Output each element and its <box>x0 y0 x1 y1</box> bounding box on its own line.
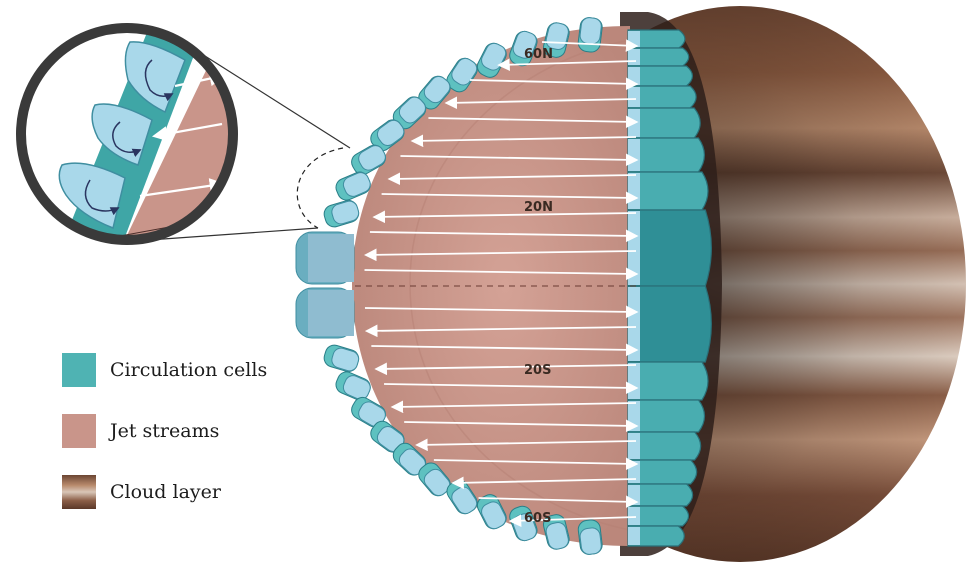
cell-face <box>628 433 640 459</box>
circulation-cell <box>628 286 711 362</box>
latitude-label-60n: 60N <box>524 47 553 62</box>
rim-cell <box>577 17 603 53</box>
cell-face <box>628 139 640 171</box>
circulation-cell <box>628 210 711 286</box>
zoom-inset <box>20 0 260 250</box>
cloud-layer-swatch <box>62 475 96 509</box>
cell-face <box>628 31 640 47</box>
circulation-cells-swatch <box>62 353 96 387</box>
rim-cell <box>322 343 361 374</box>
rim-cell <box>577 519 603 555</box>
cell-face <box>628 363 640 399</box>
rim-cell <box>322 198 361 229</box>
equatorial-cell-face <box>308 234 354 282</box>
cell-face <box>628 173 640 209</box>
cell-face <box>628 87 640 107</box>
cell-face <box>628 67 640 85</box>
legend-item-circulation-cells: Circulation cells <box>62 353 322 387</box>
legend: Circulation cells Jet streams Cloud laye… <box>62 353 322 536</box>
cell-face <box>628 507 640 525</box>
equatorial-cell-face <box>308 290 354 336</box>
legend-label: Cloud layer <box>110 481 221 503</box>
cell-face <box>628 527 640 545</box>
legend-label: Circulation cells <box>110 359 267 381</box>
jet-streams-swatch <box>62 414 96 448</box>
latitude-label-20n: 20N <box>524 200 553 215</box>
legend-item-cloud-layer: Cloud layer <box>62 475 322 509</box>
cell-face <box>628 109 640 137</box>
legend-item-jet-streams: Jet streams <box>62 414 322 448</box>
latitude-label-20s: 20S <box>524 363 551 378</box>
cell-face <box>628 49 640 65</box>
latitude-label-60s: 60S <box>524 511 551 526</box>
legend-label: Jet streams <box>110 420 219 442</box>
